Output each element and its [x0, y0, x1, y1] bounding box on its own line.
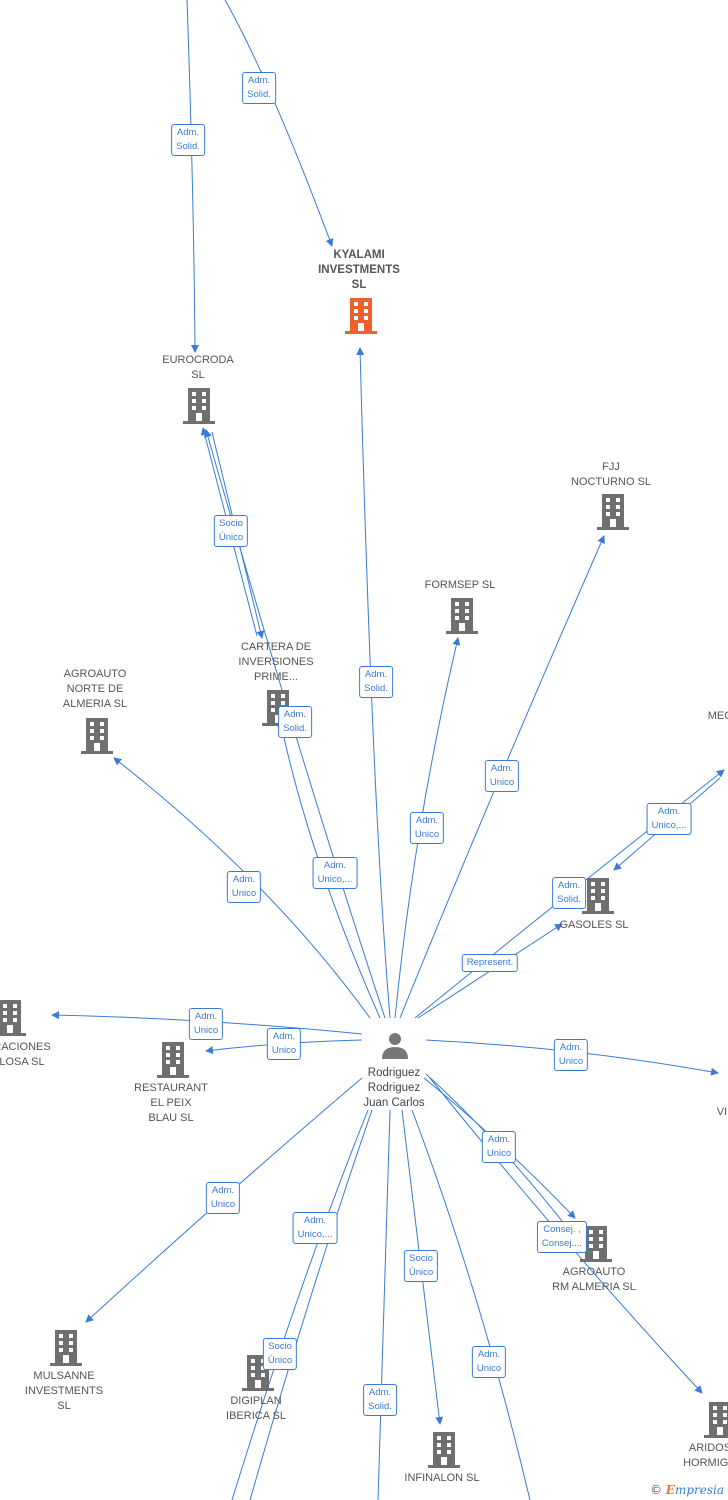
building-icon[interactable] — [580, 1226, 612, 1262]
edge-label[interactable]: Socio Único — [262, 1338, 298, 1370]
edge-label[interactable]: Adm. Unico — [481, 1131, 517, 1163]
node-cartera-label[interactable]: CARTERA DE INVERSIONES PRIME... — [238, 641, 314, 683]
edge-label[interactable]: Adm. Solid. — [242, 72, 276, 104]
node-formsep-label[interactable]: FORMSEP SL — [424, 579, 496, 591]
edge-label[interactable]: Adm. Unico — [409, 812, 445, 844]
building-icon[interactable] — [704, 1402, 728, 1438]
building-icon[interactable] — [0, 1000, 26, 1036]
building-icon[interactable] — [597, 494, 629, 530]
edge-top-eurocroda — [186, 0, 199, 353]
edge-label[interactable]: Adm. Unico — [188, 1008, 224, 1040]
person-label[interactable]: Rodriguez Rodriguez Juan Carlos — [363, 1067, 425, 1109]
node-mec-label[interactable]: MEC — [707, 710, 728, 722]
building-icon[interactable] — [582, 878, 614, 914]
edge-label[interactable]: Adm. Unico — [205, 1182, 241, 1214]
edge-person-fjj — [399, 535, 605, 1019]
edge-person-down-right — [411, 1109, 531, 1500]
edge-label[interactable]: Adm. Unico — [226, 871, 262, 903]
node-agroauto-rm-label[interactable]: AGROAUTO RM ALMERIA SL — [552, 1266, 636, 1293]
edge-label[interactable]: Adm. Solid. — [171, 124, 205, 156]
node-agroauto-norte-label[interactable]: AGROAUTO NORTE DE ALMERIA SL — [62, 668, 128, 710]
node-fjj-label[interactable]: FJJ NOCTURNO SL — [570, 461, 652, 488]
edge-person-digiplan-1 — [231, 1109, 369, 1500]
edge-top-kyalami — [224, 0, 334, 247]
person-icon[interactable] — [380, 1030, 410, 1060]
node-kyalami-label[interactable]: KYALAMI INVESTMENTS SL — [318, 249, 400, 291]
building-icon[interactable] — [183, 388, 215, 424]
edge-label[interactable]: Represent. — [461, 954, 519, 972]
edge-person-down — [377, 1109, 391, 1500]
node-digiplan-label[interactable]: DIGIPLAN IBERICA SL — [226, 1395, 286, 1422]
brand-name: mpresia — [674, 1483, 724, 1497]
node-vi-label[interactable]: VI — [716, 1106, 728, 1118]
edge-label[interactable]: Adm. Unico — [484, 760, 520, 792]
node-aridos-label[interactable]: ARIDOS HORMIGO — [683, 1442, 728, 1469]
edge-person-kyalami — [356, 347, 391, 1019]
edge-label[interactable]: Adm. Solid. — [552, 877, 586, 909]
edge-label[interactable]: Adm. Unico — [471, 1346, 507, 1378]
building-icon[interactable] — [345, 298, 377, 334]
building-icon[interactable] — [50, 1330, 82, 1366]
building-icon[interactable] — [446, 598, 478, 634]
copyright-mark: © — [649, 1483, 662, 1497]
edge-label[interactable]: Consej. , Consej.... — [536, 1221, 588, 1253]
edge-label[interactable]: Adm. Unico,... — [312, 857, 358, 889]
edge-label[interactable]: Adm. Unico — [266, 1028, 302, 1060]
edge-person-digiplan-2 — [249, 1109, 373, 1500]
building-icon[interactable] — [428, 1432, 460, 1468]
node-restaurant-label[interactable]: RESTAURANT EL PEIX BLAU SL — [134, 1082, 208, 1124]
edge-label[interactable]: Adm. Unico,... — [292, 1212, 338, 1244]
node-mulsanne-label[interactable]: MULSANNE INVESTMENTS SL — [24, 1370, 104, 1412]
edge-label[interactable]: Adm. Solid. — [359, 666, 393, 698]
node-eurocroda-label[interactable]: EUROCRODA SL — [162, 354, 234, 381]
edge-label[interactable]: Adm. Solid. — [278, 706, 312, 738]
building-icon[interactable] — [157, 1042, 189, 1078]
edge-label[interactable]: Adm. Unico,... — [646, 803, 692, 835]
node-raciones-label[interactable]: RACIONES LOSA SL — [0, 1041, 51, 1068]
brand-initial: E — [665, 1483, 675, 1497]
edge-label[interactable]: Adm. Solid. — [363, 1384, 397, 1416]
node-gasoles-label[interactable]: GASOLES SL — [559, 919, 629, 931]
brand-logo[interactable]: © Empresia — [650, 1483, 724, 1497]
node-infinalon-label[interactable]: INFINALON SL — [404, 1472, 480, 1484]
edge-label[interactable]: Socio Único — [403, 1250, 439, 1282]
edge-label[interactable]: Adm. Unico — [553, 1039, 589, 1071]
edge-label[interactable]: Socio Único — [213, 515, 249, 547]
building-icon[interactable] — [81, 718, 113, 754]
